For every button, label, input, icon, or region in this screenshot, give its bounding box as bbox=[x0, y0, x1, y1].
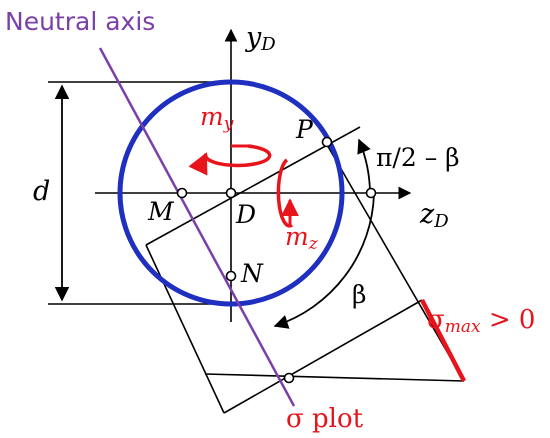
moment-mz-ellipse bbox=[276, 158, 293, 228]
moment-my-symbol bbox=[188, 144, 272, 176]
d-label: d bbox=[33, 176, 50, 207]
sigma-max-segment bbox=[420, 298, 466, 383]
sigma-max-rest: > 0 bbox=[481, 305, 536, 335]
point-sigma-zero bbox=[283, 372, 295, 384]
base-line bbox=[223, 299, 423, 414]
neutral-axis-label: Neutral axis bbox=[5, 7, 155, 36]
z-axis-sub: D bbox=[433, 211, 449, 232]
point-D bbox=[225, 187, 237, 199]
point-z-intersect bbox=[365, 187, 377, 199]
angle-arc-top bbox=[357, 138, 371, 193]
D-label: D bbox=[235, 200, 256, 229]
mz-sub: z bbox=[308, 234, 319, 254]
zero-line bbox=[204, 373, 465, 382]
y-axis-main: y bbox=[245, 22, 262, 53]
neutral-axis-line bbox=[98, 47, 296, 407]
angle-top-label: π/2 – β bbox=[376, 143, 460, 172]
dimension-d bbox=[48, 81, 232, 305]
perp-left bbox=[145, 244, 225, 414]
z-axis-main: z bbox=[419, 199, 435, 230]
my-label: my bbox=[200, 102, 234, 134]
angle-arc-beta bbox=[273, 193, 375, 329]
loading-axis bbox=[145, 126, 361, 246]
M-label: M bbox=[147, 197, 175, 226]
P-label: P bbox=[295, 115, 314, 144]
N-label: N bbox=[240, 259, 264, 288]
my-main: m bbox=[200, 102, 224, 131]
beta-label: β bbox=[352, 280, 366, 309]
cross-section-circle bbox=[117, 79, 345, 307]
points bbox=[176, 136, 377, 384]
point-P bbox=[321, 136, 333, 148]
point-M bbox=[176, 187, 188, 199]
my-sub: y bbox=[223, 114, 234, 134]
z-axis-label: zD bbox=[419, 199, 449, 232]
mz-main: m bbox=[285, 222, 309, 251]
point-N bbox=[225, 270, 237, 282]
moment-mz-symbol bbox=[276, 158, 299, 228]
mz-label: mz bbox=[285, 222, 319, 254]
y-axis-label: yD bbox=[245, 22, 276, 55]
y-axis-sub: D bbox=[260, 34, 276, 55]
sigma-plot-label: σ plot bbox=[286, 404, 364, 434]
moment-my-ellipse bbox=[188, 144, 272, 176]
sigma-max-sub: max bbox=[445, 317, 481, 337]
sigma-max-main: σ bbox=[427, 305, 445, 335]
sigma-max-label: σmax > 0 bbox=[427, 305, 535, 337]
